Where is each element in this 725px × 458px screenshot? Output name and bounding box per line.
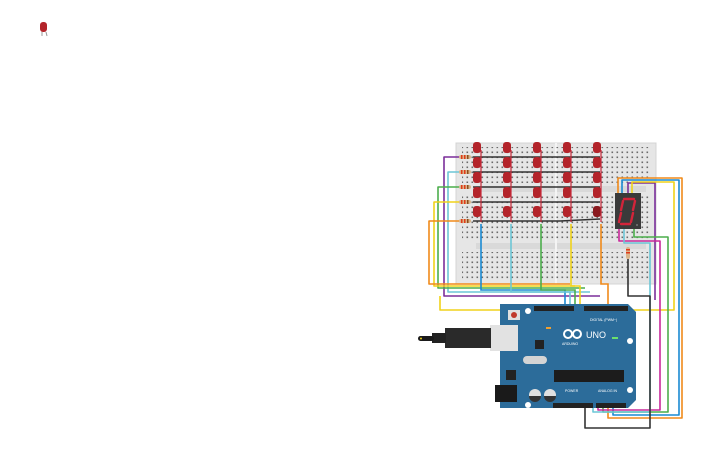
column-wires[interactable]	[480, 224, 609, 312]
led-matrix	[473, 142, 602, 222]
usb-cable[interactable]	[418, 328, 491, 348]
led-palette-icon[interactable]	[40, 22, 48, 37]
model-label: UNO	[586, 330, 606, 340]
power-label: POWER	[565, 389, 579, 393]
brand-label: ARDUINO	[562, 342, 578, 346]
analog-label: ANALOG IN	[598, 389, 618, 393]
arduino-uno[interactable]: UNO ARDUINO DIGITAL (PWM~) POWER ANALOG …	[490, 304, 636, 408]
arduino-logo-icon	[563, 329, 582, 339]
seven-segment-display	[615, 193, 641, 229]
digital-label: DIGITAL (PWM~)	[590, 318, 617, 322]
row-resistors	[459, 155, 471, 223]
wires-right[interactable]	[439, 177, 683, 429]
segment-resistor	[626, 247, 630, 259]
